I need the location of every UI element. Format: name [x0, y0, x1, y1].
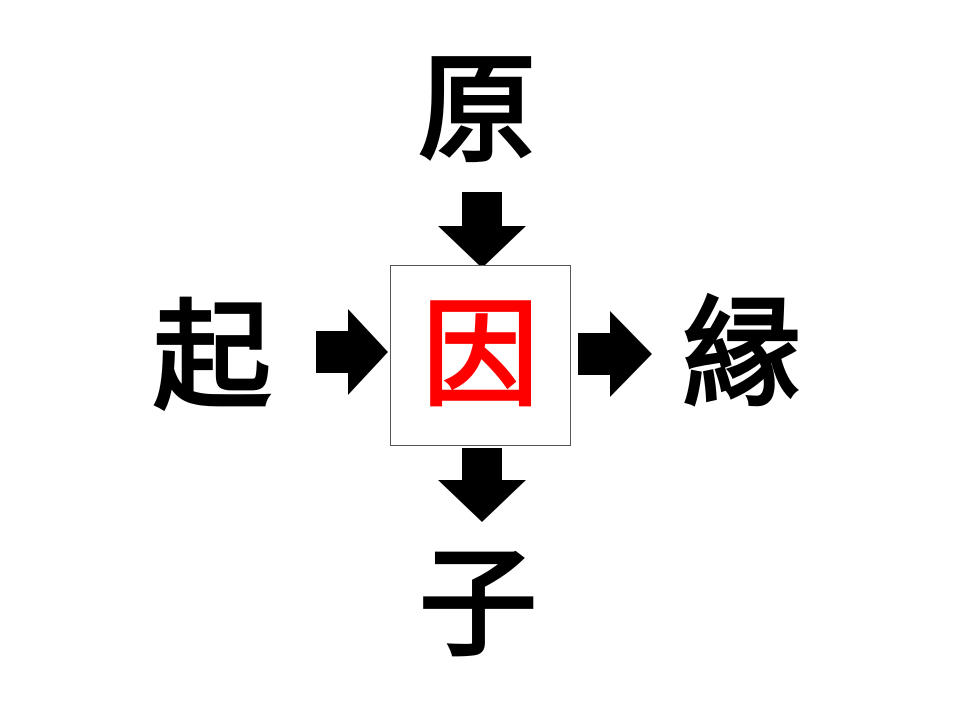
down-arrow-shape	[438, 192, 526, 268]
down-arrow-shape	[438, 448, 526, 522]
kanji-left: 起	[152, 288, 271, 426]
right-arrow-shape	[316, 309, 388, 395]
kanji-top: 原	[417, 41, 536, 179]
right-arrow-shape	[578, 311, 652, 397]
right-arrow-icon	[316, 309, 388, 395]
down-arrow-icon	[438, 448, 526, 522]
answer-box: 因	[390, 265, 571, 446]
right-arrow-icon	[578, 311, 652, 397]
kanji-bottom: 子	[418, 535, 537, 673]
down-arrow-icon	[438, 192, 526, 268]
kanji-right: 縁	[682, 285, 801, 423]
answer-kanji: 因	[422, 287, 539, 423]
